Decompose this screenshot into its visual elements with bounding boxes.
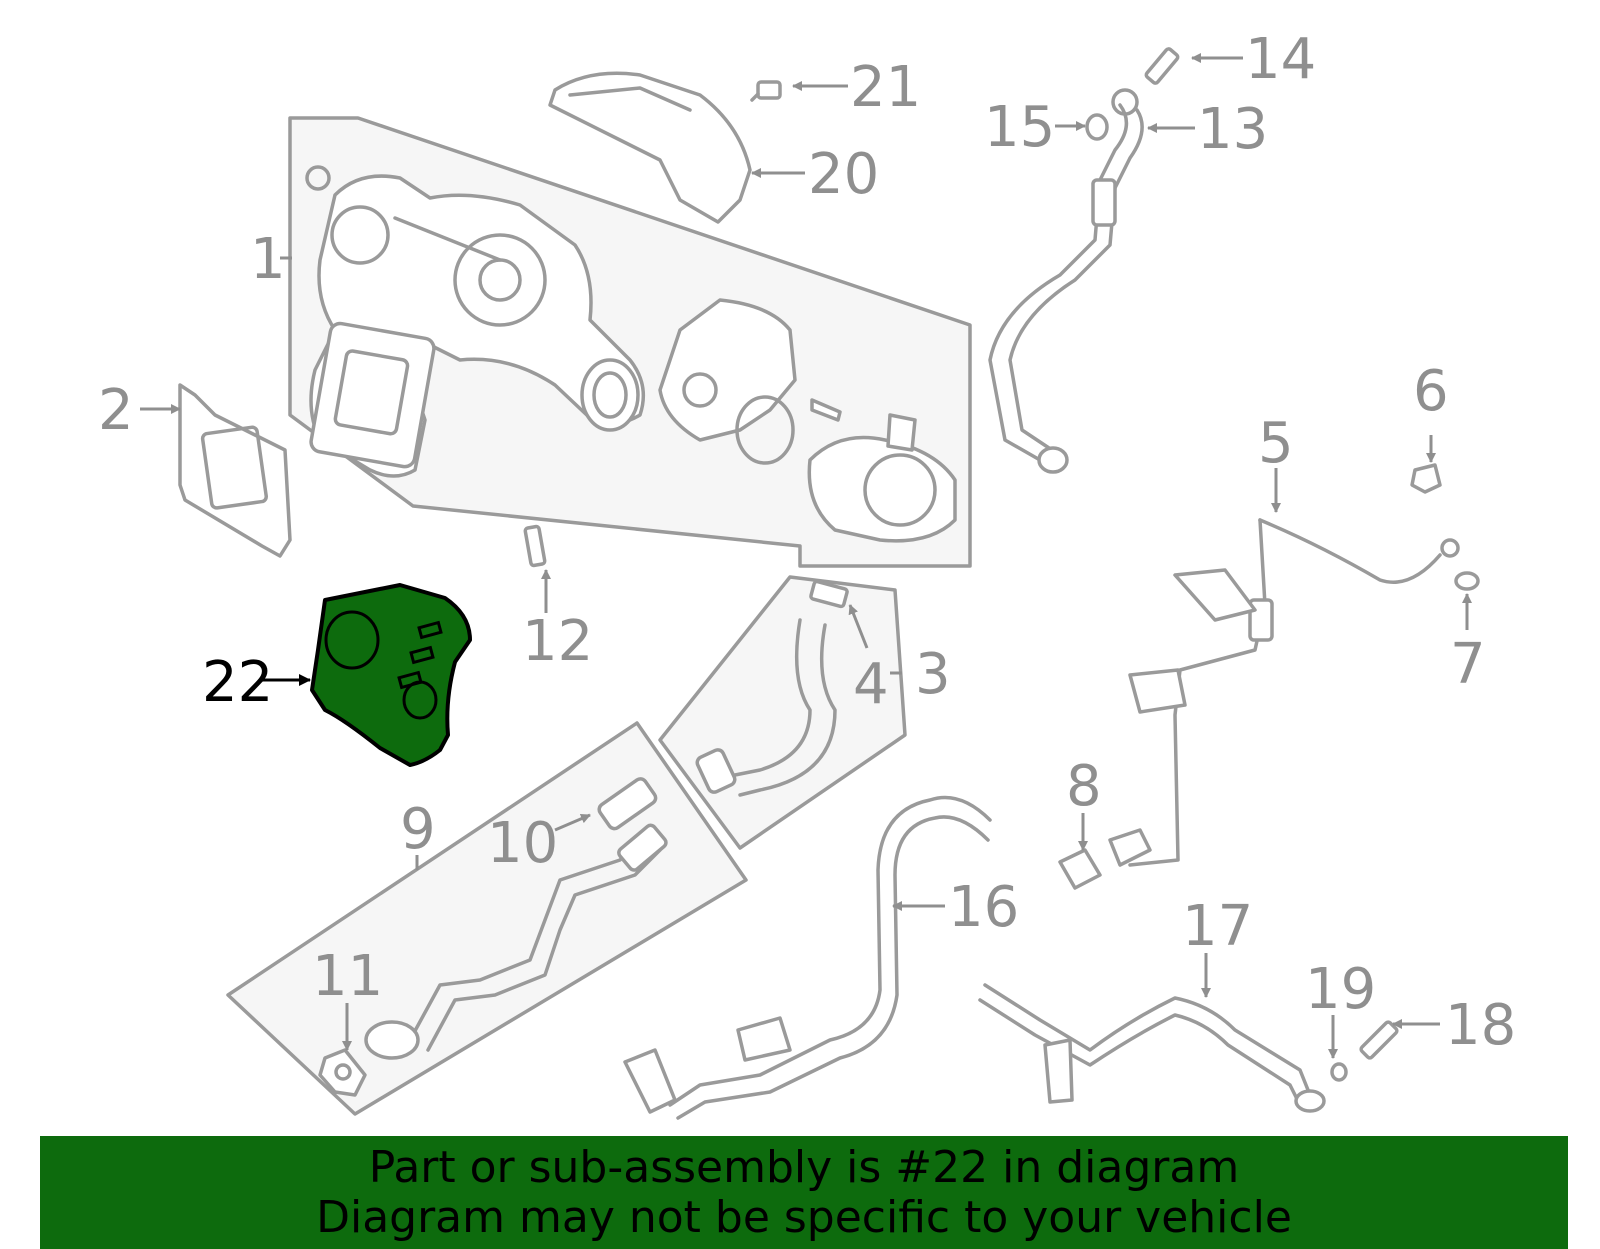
callout-14: 14 [1245, 27, 1316, 92]
callout-18: 18 [1445, 993, 1516, 1058]
callout-13: 13 [1197, 97, 1268, 162]
callout-labels: 1 2 3 4 5 6 7 8 9 10 11 12 13 14 15 16 1… [98, 27, 1516, 1058]
oil-feed-line-part-13 [988, 47, 1180, 474]
oil-return-line-panel [226, 721, 748, 1116]
parts-diagram: 1 2 3 4 5 6 7 8 9 10 11 12 13 14 15 16 1… [98, 27, 1516, 1120]
bracket-part-22 [310, 583, 472, 767]
heat-shield-part-20 [548, 71, 752, 224]
leader-lines [140, 53, 1472, 1059]
callout-20: 20 [808, 142, 879, 207]
bolt-part-18 [1359, 1020, 1399, 1060]
banner-line-part-note: Part or sub-assembly is #22 in diagram [368, 1141, 1240, 1193]
callout-9: 9 [400, 797, 436, 862]
dowel-pin-part-12 [523, 524, 547, 568]
callout-10: 10 [487, 811, 558, 876]
callout-4: 4 [853, 652, 889, 717]
o-ring-part-7 [1454, 571, 1480, 591]
callout-11: 11 [312, 944, 383, 1009]
callout-2: 2 [98, 378, 134, 443]
banner-line-disclaimer: Diagram may not be specific to your vehi… [316, 1191, 1292, 1243]
callout-19: 19 [1305, 957, 1376, 1022]
callout-16: 16 [948, 875, 1019, 940]
callout-17: 17 [1182, 894, 1253, 959]
callout-15: 15 [984, 95, 1055, 160]
callout-21: 21 [850, 55, 921, 120]
callout-22: 22 [202, 650, 273, 715]
callout-8: 8 [1066, 754, 1102, 819]
callout-1: 1 [250, 227, 286, 292]
o-ring-part-19 [1330, 1062, 1348, 1082]
callout-3: 3 [915, 642, 951, 707]
bolt-part-21 [750, 80, 782, 102]
gasket-part-2 [178, 383, 292, 558]
coolant-pipe-part-16 [623, 795, 992, 1120]
footer-banner: Part or sub-assembly is #22 in diagram D… [40, 1136, 1568, 1249]
callout-12: 12 [522, 609, 593, 674]
intake-hose-panel [658, 575, 907, 850]
gasket-part-8 [1058, 848, 1102, 890]
callout-7: 7 [1450, 632, 1486, 697]
bolt-part-6 [1410, 463, 1442, 494]
coolant-pipe-part-17 [978, 983, 1326, 1113]
callout-5: 5 [1258, 411, 1294, 476]
turbocharger-assembly-panel [288, 116, 972, 568]
callout-6: 6 [1413, 359, 1449, 424]
coolant-line-part-5 [1108, 518, 1460, 867]
